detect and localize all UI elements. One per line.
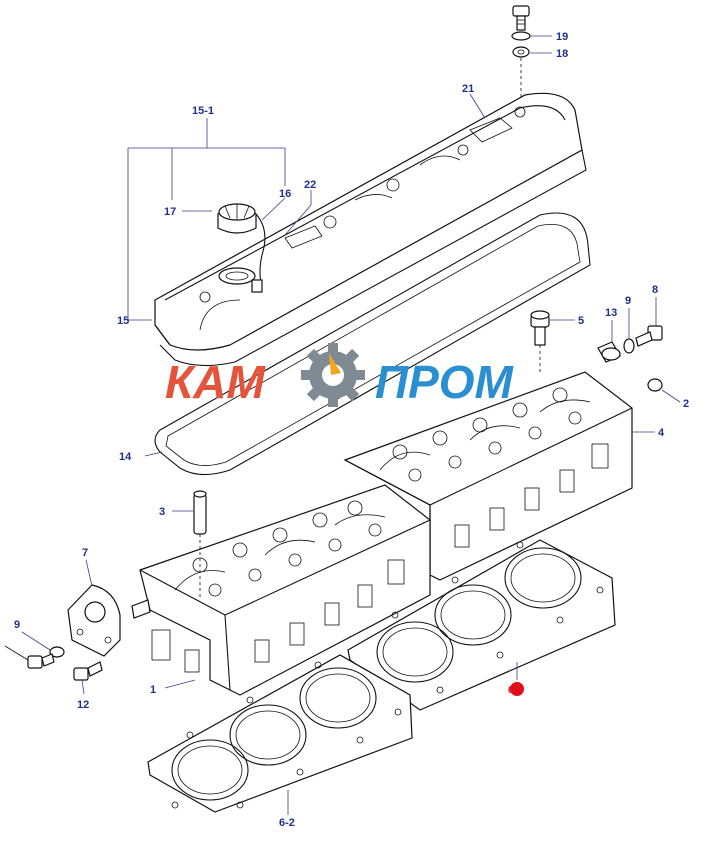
nut-2 (647, 378, 681, 403)
watermark: КАМ ПРОМ (165, 343, 515, 408)
callout-15-1: 15-1 (192, 105, 214, 117)
watermark-left-text: КАМ (165, 356, 266, 408)
callout-8: 8 (652, 284, 658, 296)
callout-18: 18 (556, 48, 568, 60)
callout-21: 21 (462, 83, 474, 95)
callout-1: 1 (150, 684, 156, 696)
washer-9-top (623, 308, 635, 354)
head-gasket-6-2 (147, 654, 413, 815)
callout-19: 19 (556, 31, 568, 43)
plug-13 (597, 320, 621, 363)
callout-3: 3 (159, 506, 165, 518)
callout-4: 4 (658, 427, 665, 439)
callout-22: 22 (304, 179, 316, 191)
bolt-5 (530, 310, 575, 372)
callout-16: 16 (279, 188, 291, 200)
head-gasket-6-1 (347, 539, 616, 711)
callout-6-1: 6-1 (508, 685, 523, 696)
filler-cap-17 (217, 203, 266, 293)
bolt-left (4, 645, 55, 669)
washer-9-left (21, 631, 65, 658)
washer-18 (512, 46, 530, 58)
group-bracket-15-1 (127, 93, 486, 321)
cylinder-head-4 (343, 371, 633, 581)
cover-gasket-14 (154, 212, 591, 476)
callout-14: 14 (119, 451, 132, 463)
callout-12: 12 (77, 699, 89, 711)
cylinder-head-1 (139, 484, 431, 696)
gear-icon (301, 343, 365, 407)
watermark-right-text: ПРОМ (375, 356, 515, 408)
callout-13: 13 (605, 307, 617, 319)
callout-7: 7 (82, 547, 88, 559)
bolt-19 (512, 5, 530, 31)
callout-9-top: 9 (625, 295, 631, 307)
washer-19 (511, 31, 531, 41)
callout-6-2: 6-2 (279, 817, 295, 829)
lifting-bracket-7 (67, 559, 151, 657)
highlight-marker-6-1 (510, 682, 524, 696)
callout-5: 5 (578, 315, 584, 327)
callout-2: 2 (683, 398, 689, 410)
callout-17: 17 (164, 206, 176, 218)
callout-9-left: 9 (14, 619, 20, 631)
dowel-3 (172, 490, 207, 600)
bolt-8 (635, 297, 663, 347)
callout-15: 15 (117, 315, 129, 327)
bolt-12 (73, 661, 103, 695)
